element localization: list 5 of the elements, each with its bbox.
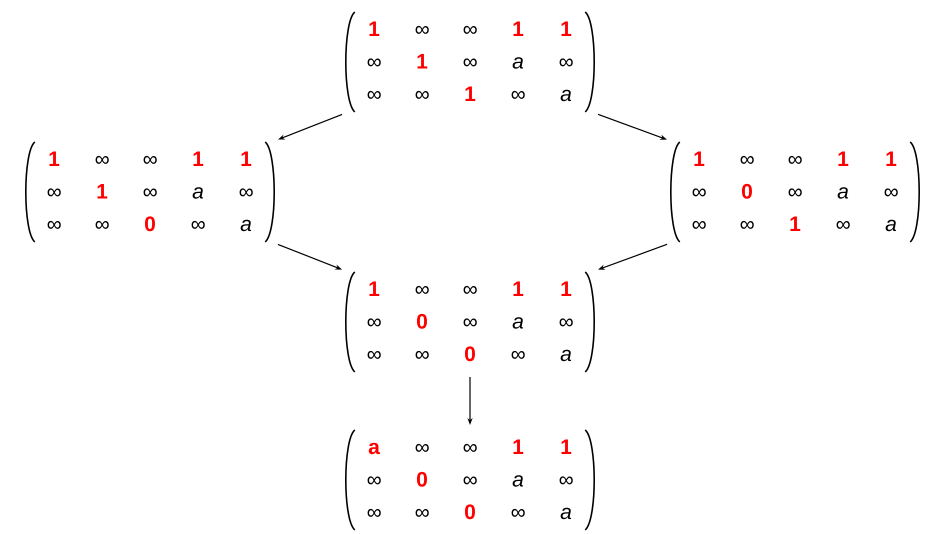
matrix: 1 ∞ ∞ 1 1 ∞ 0 ∞ a ∞ ∞ ∞ 1 ∞ a — [670, 142, 920, 242]
matrix: 1 ∞ ∞ 1 1 ∞ 1 ∞ a ∞ ∞ ∞ 1 ∞ a — [345, 12, 595, 112]
matrix: 1 ∞ ∞ 1 1 ∞ 1 ∞ a ∞ ∞ ∞ 0 ∞ a — [25, 142, 275, 242]
matrix: a ∞ ∞ 1 1 ∞ 0 ∞ a ∞ ∞ ∞ 0 ∞ a — [345, 430, 595, 530]
matrix: 1 ∞ ∞ 1 1 ∞ 0 ∞ a ∞ ∞ ∞ 0 ∞ a — [345, 272, 595, 372]
